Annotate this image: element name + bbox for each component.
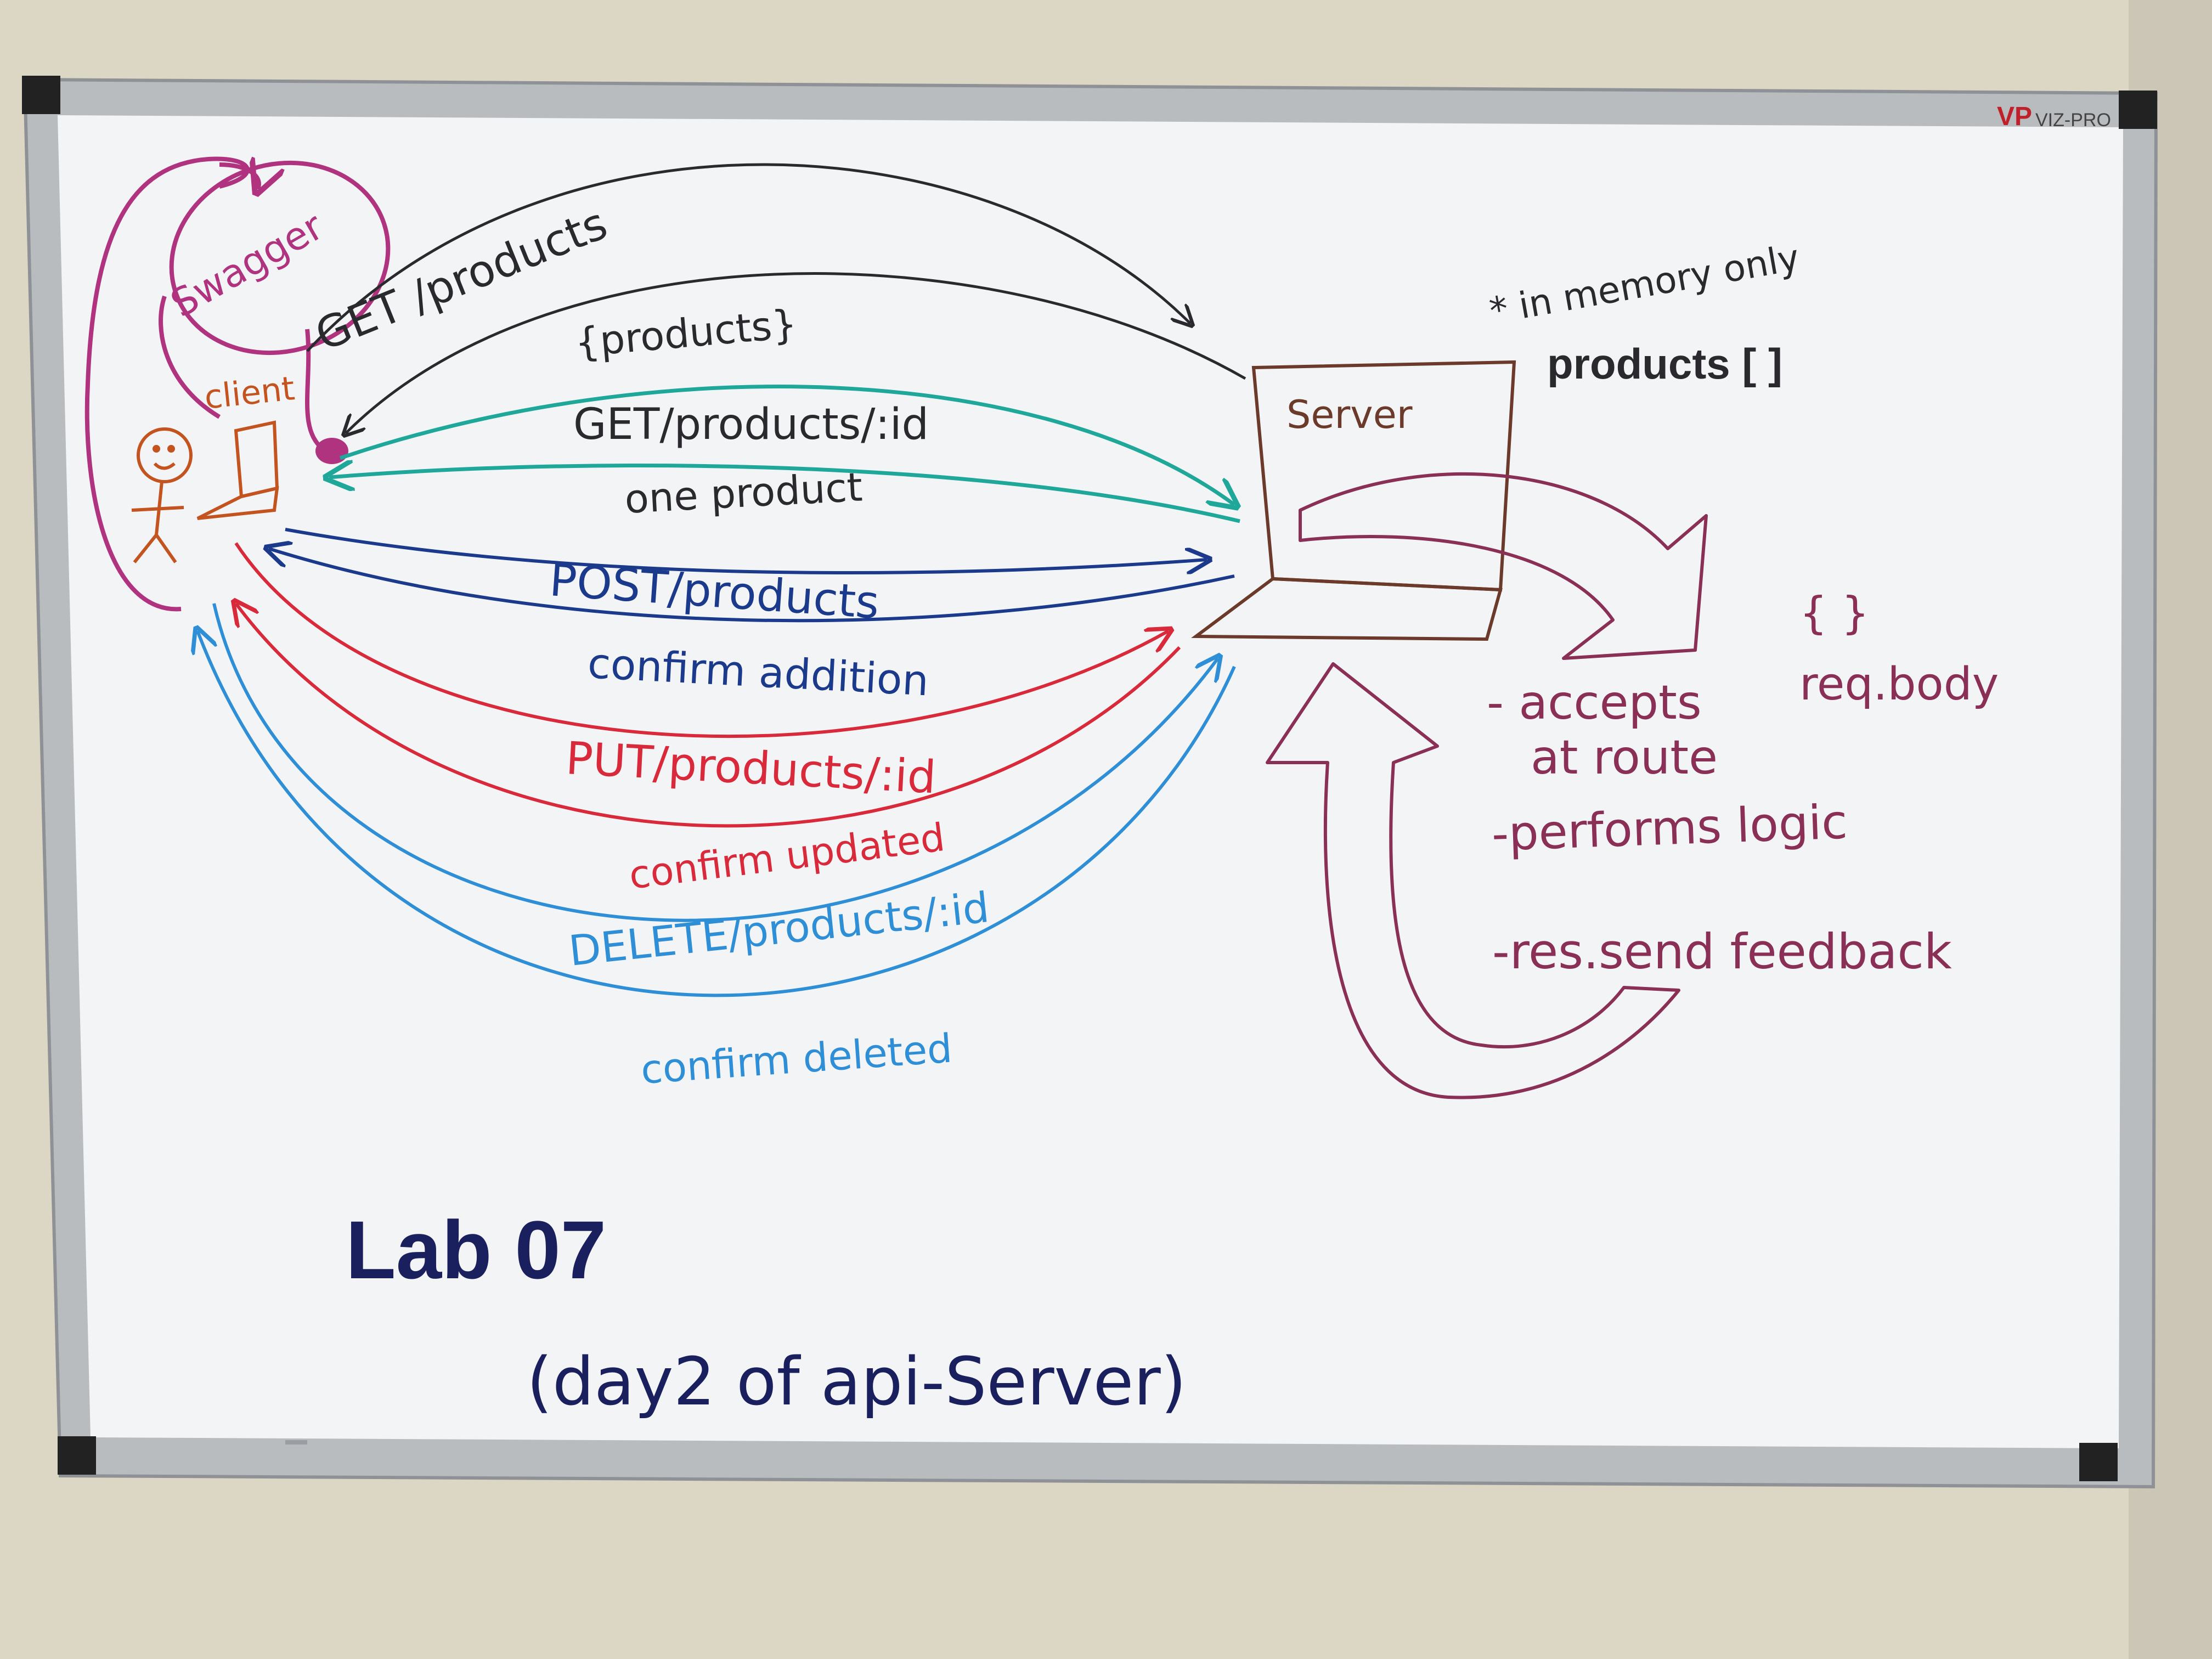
- note-braces: { }: [1799, 588, 1869, 639]
- process-arrow-out: [1299, 472, 1708, 660]
- frame-corner: [58, 1436, 96, 1475]
- note-accepts: - accepts: [1487, 675, 1702, 730]
- eraser-smudge: [285, 1440, 307, 1444]
- swagger-arrow: [219, 165, 259, 189]
- whiteboard-surface: [58, 115, 2123, 1448]
- arrow-get-products: [306, 163, 1190, 352]
- brand-logo-mark: VP: [1997, 102, 2032, 131]
- client-marker-blob: [315, 438, 348, 464]
- server-laptop-icon: [1191, 360, 1516, 641]
- client-laptop-icon: [196, 420, 279, 520]
- note-req-body: req.body: [1799, 658, 1999, 710]
- lab-subtitle: (day2 of api-Server): [527, 1344, 1187, 1420]
- frame-corner: [2119, 91, 2157, 129]
- arrow-get-product-id: [339, 385, 1234, 505]
- msg-get-product-id: GET/products/:id: [573, 400, 929, 449]
- arrow-confirm-updated: [236, 603, 1181, 828]
- note-at-route: at route: [1531, 730, 1718, 785]
- arrow-one-product: [329, 466, 1240, 523]
- client-label: client: [202, 369, 296, 417]
- server-label: Server: [1286, 392, 1413, 437]
- arrow-put-product: [234, 542, 1169, 738]
- note-products-array: products [ ]: [1547, 340, 1782, 388]
- lab-title: Lab 07: [346, 1204, 606, 1296]
- note-res-send: -res.send feedback: [1492, 923, 1952, 980]
- swagger-to-client-line: [159, 295, 221, 419]
- arrow-confirm-addition: [269, 549, 1235, 623]
- brand-name: VIZ-PRO: [2035, 110, 2111, 131]
- frame-corner: [2079, 1443, 2118, 1481]
- note-performs-logic: -performs logic: [1491, 794, 1848, 862]
- arrow-post-products: [285, 528, 1207, 575]
- arrow-confirm-deleted: [198, 631, 1236, 997]
- swagger-loop-outer: [84, 156, 250, 612]
- user-stick-figure: [131, 427, 193, 563]
- process-arrow-return: [1266, 662, 1680, 1099]
- frame-corner: [22, 76, 60, 114]
- arrow-products-response: [346, 272, 1246, 433]
- arrow-delete-product: [212, 603, 1218, 922]
